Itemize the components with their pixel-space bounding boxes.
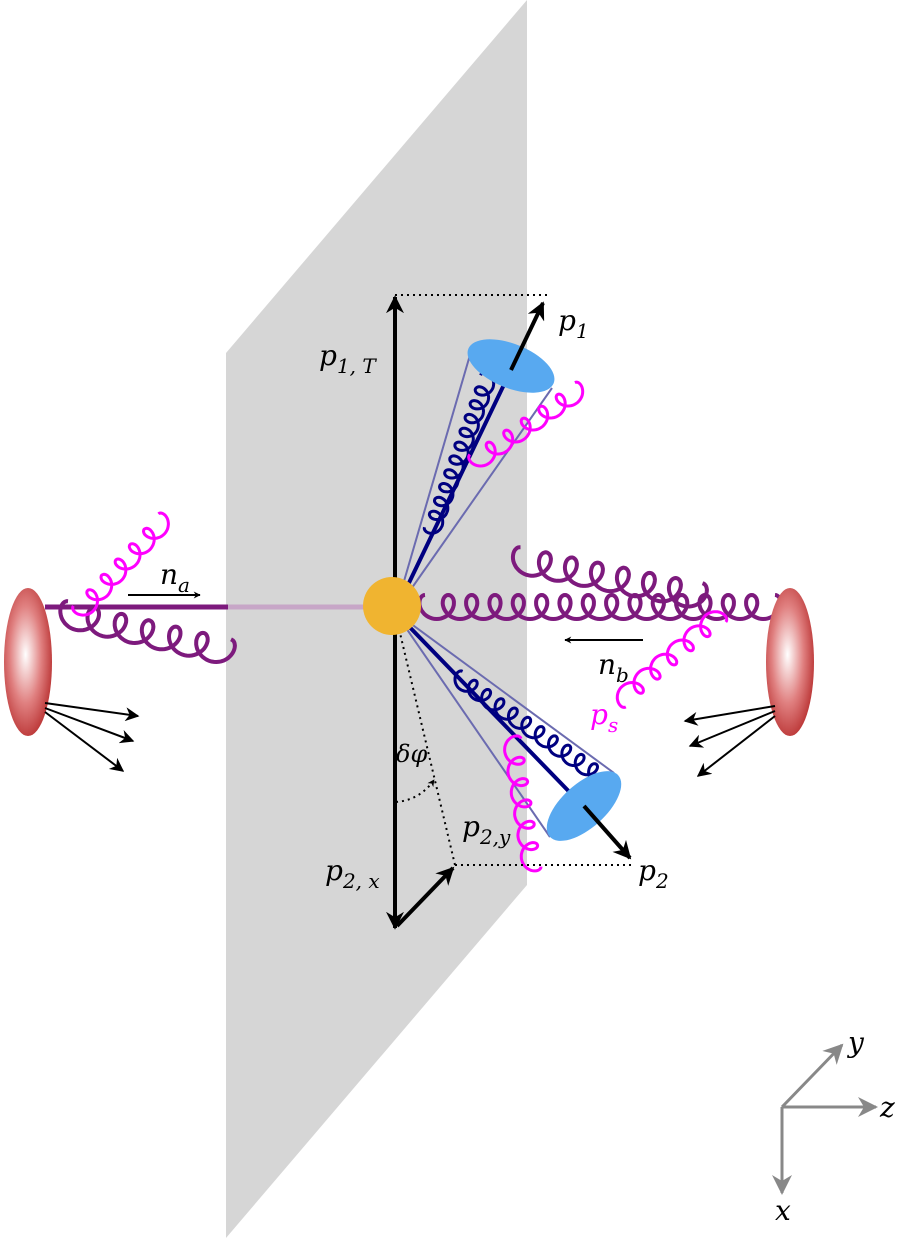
jet1-cone-edge-right <box>394 387 553 613</box>
label-nb: nb <box>598 648 629 687</box>
remnant-a-arrow-2 <box>44 707 135 744</box>
remnant-b-arrow-1 <box>683 705 776 726</box>
beam-a-initial-gluon <box>58 599 237 665</box>
hard-vertex <box>363 577 421 635</box>
label-ps: ps <box>590 698 618 737</box>
axis-y-arrow <box>780 1043 844 1109</box>
beam-a-soft-gluon <box>71 511 170 617</box>
remnant-b-arrow-3 <box>696 715 776 777</box>
beam-b-initial-gluon <box>510 545 709 609</box>
label-axis-y: y <box>846 1026 865 1059</box>
label-p2x: p2, x <box>325 854 380 893</box>
p2-plane-projection-line <box>394 611 456 866</box>
jet2-soft-gluon <box>503 734 543 873</box>
label-p2: p2 <box>638 854 669 893</box>
label-na: na <box>160 558 190 597</box>
remnant-a-arrow-3 <box>44 711 125 772</box>
label-p1: p1 <box>558 304 589 343</box>
remnant-a-arrow-1 <box>44 702 140 722</box>
jet1-soft-gluon <box>467 380 585 468</box>
jet2-collinear-gluon <box>453 669 613 786</box>
p2y-arrow <box>395 866 455 928</box>
label-axis-x: x <box>775 1194 791 1227</box>
proton-a <box>4 588 52 736</box>
proton-b <box>766 588 814 736</box>
p1-arrow <box>509 301 545 371</box>
label-p1T: p1, T <box>319 339 377 378</box>
label-delta-phi: δφ <box>396 740 427 768</box>
beam-b-soft-gluon <box>615 610 729 709</box>
jet1-cone-edge-left <box>394 354 471 613</box>
label-axis-z: z <box>879 1091 895 1124</box>
beam-b-gluon <box>417 592 783 622</box>
remnant-b-arrow-2 <box>688 710 776 748</box>
jet2-cone-edge-upper <box>394 611 615 774</box>
p2-arrow <box>582 804 632 860</box>
label-p2y: p2,y <box>462 810 511 849</box>
